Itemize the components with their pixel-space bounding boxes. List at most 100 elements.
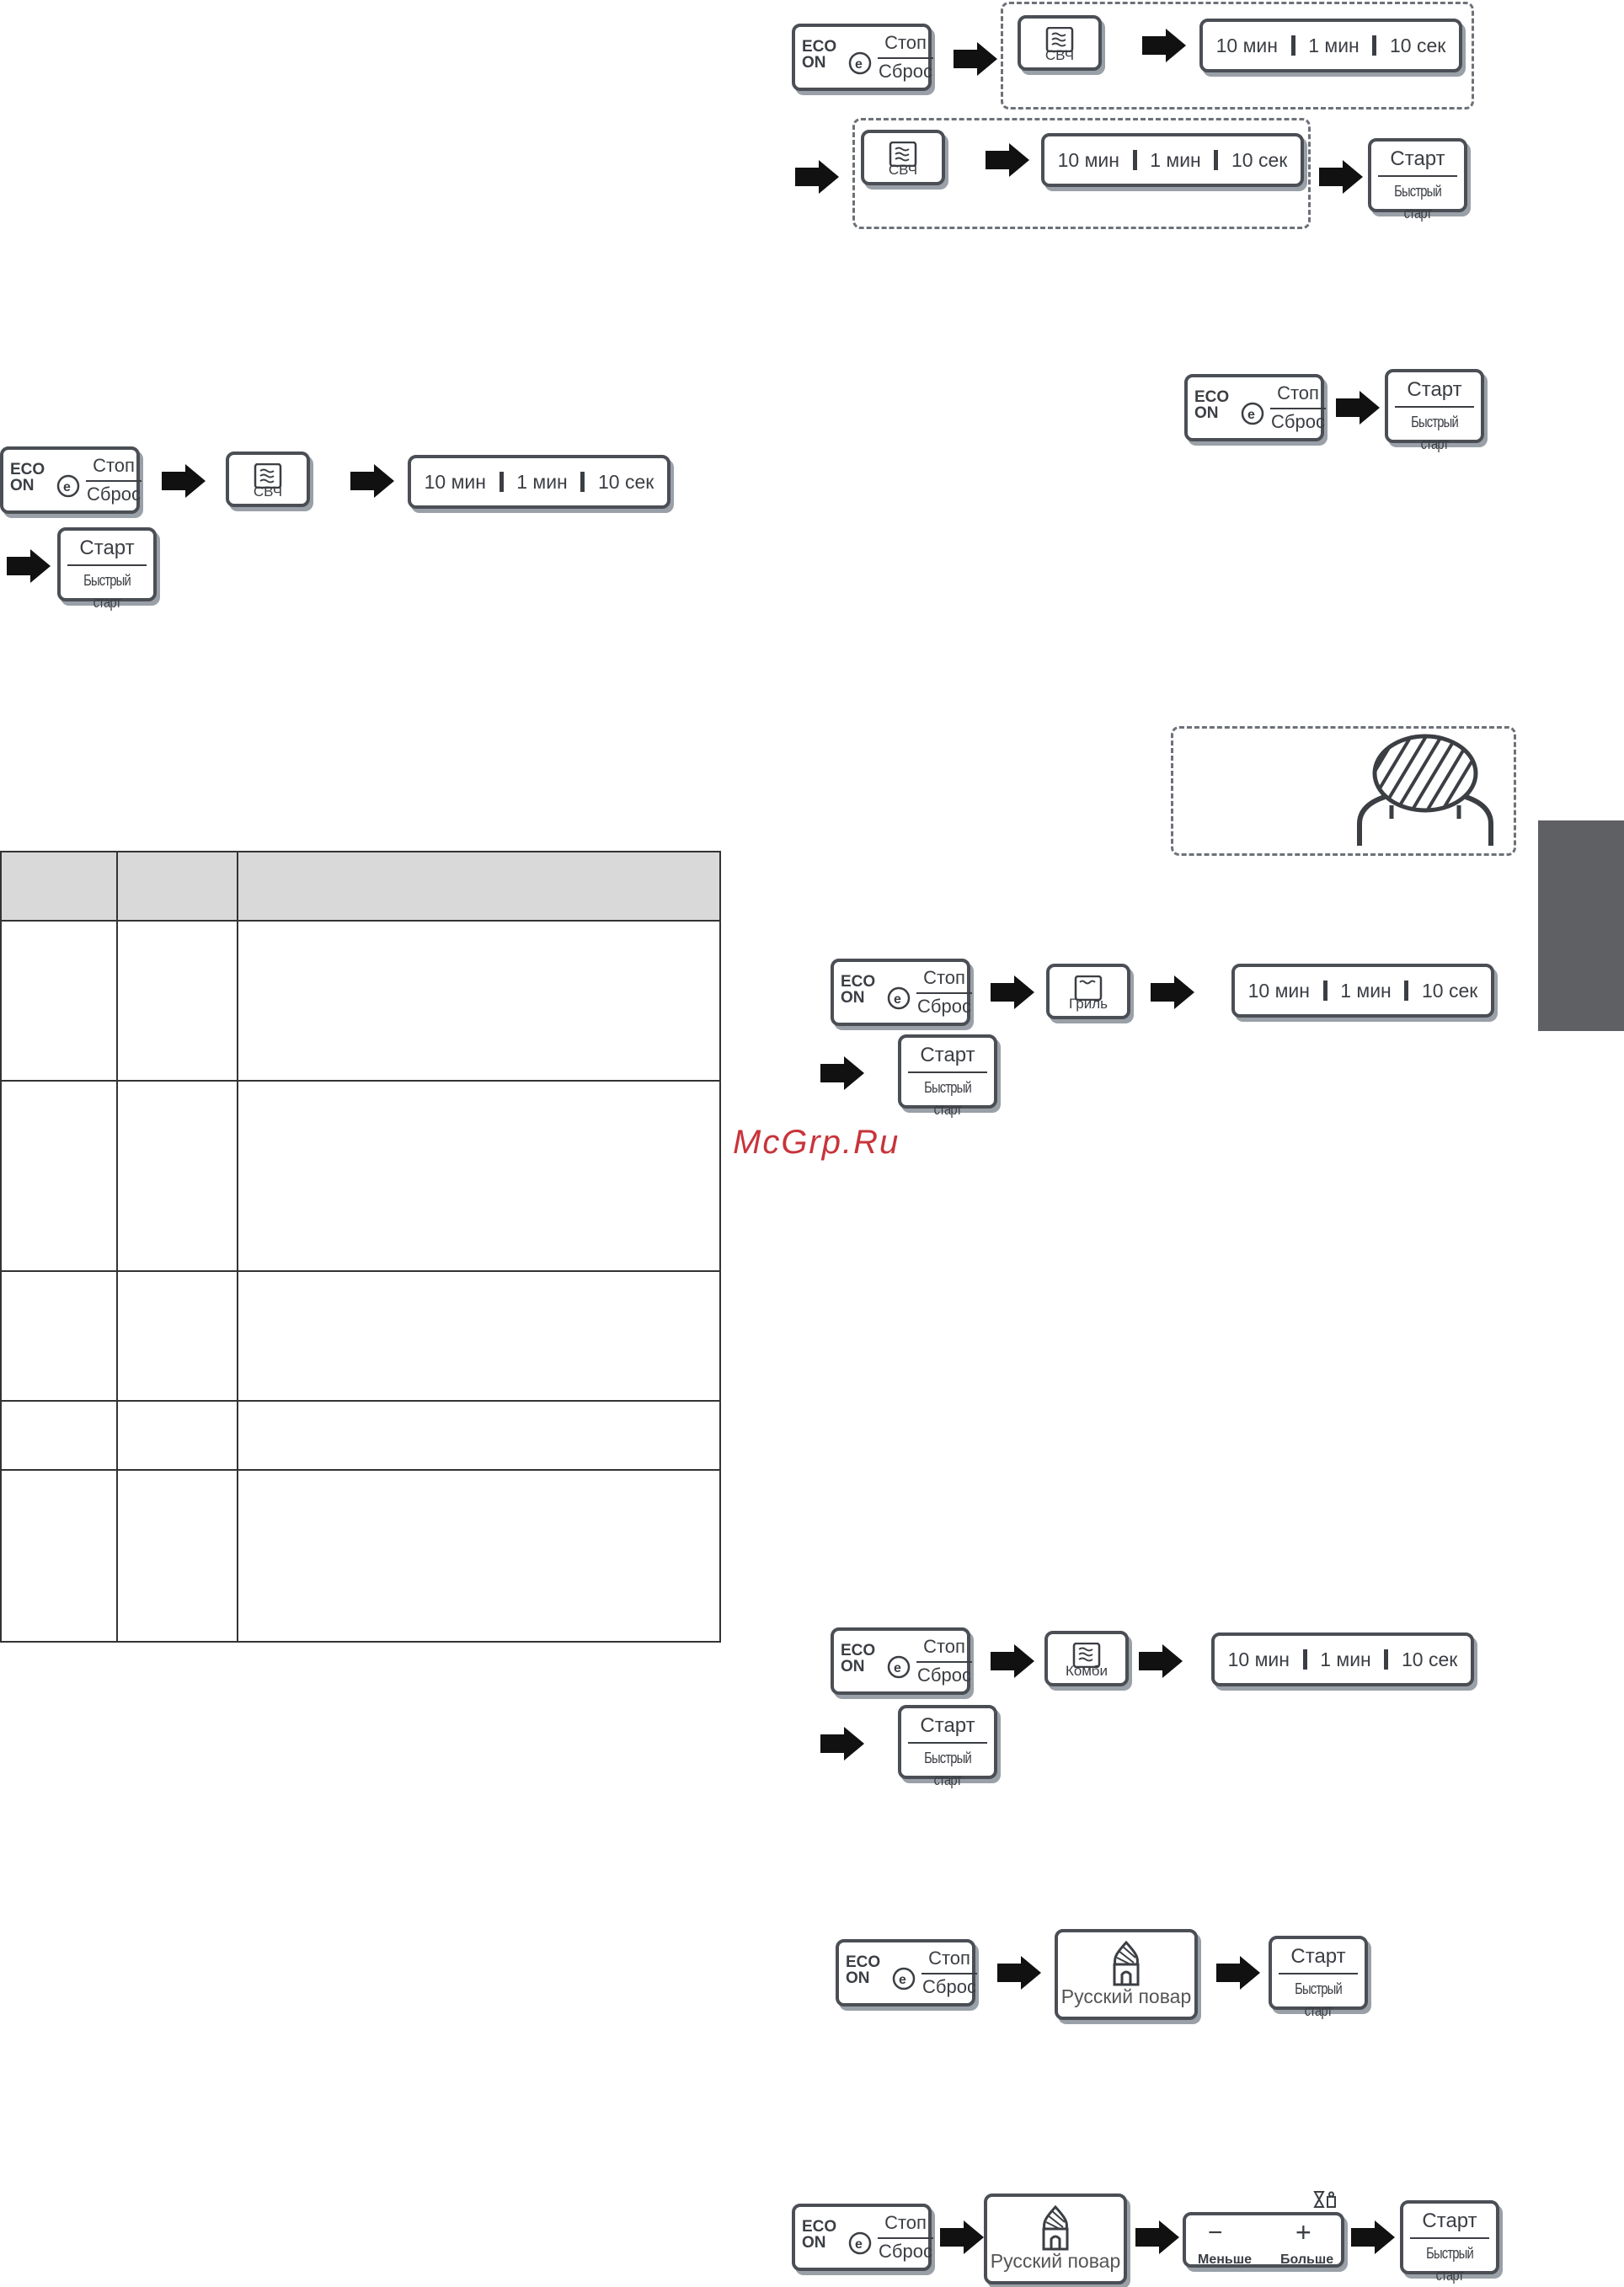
quick-start-label: Быстрый старт [924,1079,972,1118]
quick-start-label: Быстрый старт [83,572,131,611]
table-cell [115,1270,239,1402]
time-10sec-button[interactable]: 10 сек [1422,979,1478,1002]
time-10min-button[interactable]: 10 мин [1057,148,1119,171]
microwave-waves-icon [1045,27,1074,52]
time-10sec-button[interactable]: 10 сек [1402,1648,1458,1670]
table-cell [237,1469,721,1643]
start-quickstart-button[interactable]: Старт Быстрый старт [1269,1936,1368,2019]
start-label: Старт [1422,2210,1477,2232]
russian-chef-button[interactable]: Русский повар [1055,1929,1198,2020]
start-quickstart-button[interactable]: Старт Быстрый старт [57,527,157,611]
reset-label: Сброс [1271,411,1325,432]
time-10min-button[interactable]: 10 мин [1227,1648,1290,1670]
stop-label: Стоп [923,967,965,988]
svg-text:e: e [899,1973,906,1987]
start-quickstart-button[interactable]: Старт Быстрый старт [1368,138,1467,222]
arrow-right-icon [940,2220,984,2254]
start-label: Старт [1290,1945,1346,1968]
time-10min-button[interactable]: 10 мин [1215,34,1278,56]
time-buttons[interactable]: 10 мин 1 мин 10 сек [1199,19,1462,72]
start-quickstart-button[interactable]: Старт Быстрый старт [898,1705,997,1788]
svg-text:e: e [1247,408,1255,422]
cathedral-dome-icon [1113,1941,1140,1986]
time-10sec-button[interactable]: 10 сек [1231,148,1288,171]
microwave-label: СВЧ [888,162,918,178]
arrow-right-icon [1351,2220,1395,2254]
eco-leaf-icon: e [848,2231,872,2255]
minus-icon[interactable]: − [1208,2219,1223,2247]
reset-label: Сброс [917,996,971,1017]
reset-label: Сброс [87,484,141,505]
watermark-text: McGrp.Ru [733,1124,900,1161]
arrow-right-icon [350,464,394,498]
time-1min-button[interactable]: 1 мин [1340,979,1392,1002]
svg-text:e: e [855,57,863,72]
time-10sec-button[interactable]: 10 сек [1390,34,1446,56]
time-10min-button[interactable]: 10 мин [424,470,486,493]
start-label: Старт [920,1714,975,1737]
microwave-label: СВЧ [1044,47,1075,63]
time-1min-button[interactable]: 1 мин [516,470,568,493]
table-cell [237,1080,721,1272]
stop-label: Стоп [884,2212,927,2233]
combi-button[interactable]: Комби [1044,1631,1129,1686]
start-quickstart-button[interactable]: Старт Быстрый старт [1385,369,1484,452]
time-10min-button[interactable]: 10 мин [1247,979,1310,1002]
arrow-right-icon [1336,391,1380,425]
arrow-right-icon [820,1727,864,1761]
stop-label: Стоп [923,1636,965,1657]
arrow-right-icon [991,1644,1034,1678]
svg-text:e: e [855,2237,863,2252]
start-quickstart-button[interactable]: Старт Быстрый старт [898,1034,997,1118]
russian-chef-label: Русский повар [1060,1985,1192,2007]
microwave-button[interactable]: СВЧ [1018,15,1102,71]
time-buttons[interactable]: 10 мин 1 мин 10 сек [1041,133,1304,187]
table-cell [0,1270,118,1402]
table-cell [237,920,721,1082]
arrow-right-icon [1216,1956,1260,1990]
hourglass-weight-icon [1313,2191,1336,2208]
dashed-repeat-group [1001,2,1474,110]
microwave-button[interactable]: СВЧ [861,130,945,185]
time-1min-button[interactable]: 1 мин [1308,34,1360,56]
table-cell [0,1469,118,1643]
microwave-waves-icon [254,463,282,489]
microwave-button[interactable]: СВЧ [226,452,310,507]
table-header-cell [115,851,239,922]
start-label: Старт [1407,378,1462,401]
cathedral-dome-icon [1042,2205,1069,2251]
time-1min-button[interactable]: 1 мин [1320,1648,1371,1670]
grill-button[interactable]: Гриль [1046,964,1130,1019]
start-label: Старт [920,1044,975,1066]
eco-leaf-icon: e [1241,402,1264,425]
quick-start-label: Быстрый старт [924,1750,972,1788]
table-cell [115,1080,239,1272]
time-10sec-button[interactable]: 10 сек [598,470,654,493]
less-label: Меньше [1198,2252,1252,2267]
table-cell [115,1400,239,1471]
table-cell [0,1400,118,1471]
eco-leaf-icon: e [887,1655,911,1679]
time-buttons[interactable]: 10 мин 1 мин 10 сек [1211,1632,1474,1686]
plus-icon[interactable]: + [1295,2217,1311,2247]
less-more-buttons[interactable]: − + Меньше Больше [1183,2191,1344,2268]
time-buttons[interactable]: 10 мин 1 мин 10 сек [1231,964,1494,1018]
start-quickstart-button[interactable]: Старт Быстрый старт [1400,2200,1499,2284]
reset-label: Сброс [917,1664,971,1686]
time-buttons[interactable]: 10 мин 1 мин 10 сек [408,455,670,509]
time-1min-button[interactable]: 1 мин [1150,148,1201,171]
grill-rack-box [1171,726,1516,856]
arrow-right-icon [795,160,839,194]
russian-chef-button[interactable]: Русский повар [984,2193,1127,2284]
